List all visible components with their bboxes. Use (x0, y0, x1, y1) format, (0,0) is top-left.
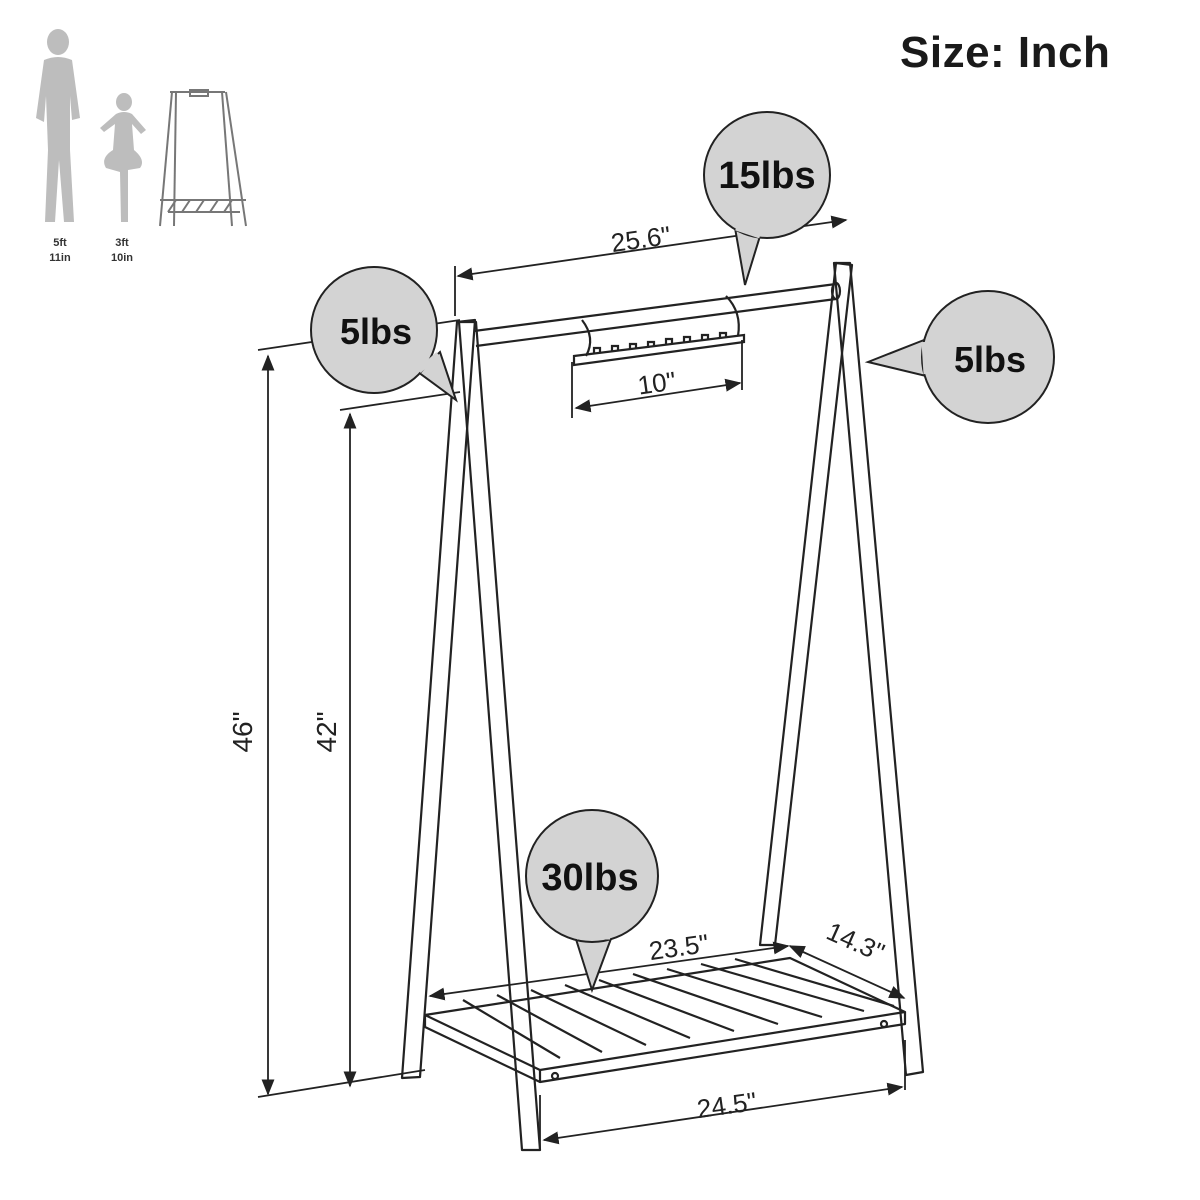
dim-shelf-depth-label: 14.3" (822, 916, 889, 968)
child-silhouette-icon (100, 93, 146, 222)
hanger-bar (572, 295, 746, 367)
child-height-feet: 3ft (115, 237, 129, 249)
adult-height-label: 5ft 11in (40, 236, 80, 266)
size-unit-title: Size: Inch (900, 28, 1111, 77)
hanging-rod (473, 281, 842, 348)
dim-total-height-label: 46" (227, 711, 258, 752)
child-height-inches: 10in (110, 252, 133, 264)
badge-left-label: 5lbs (340, 311, 412, 352)
badge-shelf-label: 30lbs (541, 857, 638, 899)
child-height-label: 3ft 10in (102, 236, 142, 266)
adult-silhouette-icon (36, 29, 80, 222)
dim-shelf-front-width-label: 24.5" (695, 1086, 758, 1124)
badge-rod-15lbs: 15lbs (703, 111, 831, 286)
dim-rod-height-label: 42" (311, 711, 342, 752)
badge-right-label: 5lbs (954, 339, 1026, 380)
badge-right-5lbs: 5lbs (864, 290, 1055, 424)
adult-height-inches: 11in (49, 252, 71, 264)
badge-rod-label: 15lbs (718, 155, 815, 197)
adult-height-feet: 5ft (53, 237, 67, 249)
dim-hanger-width-label: 10" (636, 366, 678, 401)
dim-shelf-back-width-label: 23.5" (647, 928, 710, 966)
badge-shelf-30lbs: 30lbs (525, 809, 659, 994)
rack-scale-icon (159, 89, 247, 227)
left-front-leg (400, 318, 477, 1080)
left-back-leg (457, 320, 542, 1152)
right-front-leg (758, 261, 854, 947)
bottom-shelf (423, 956, 907, 1084)
dimension-lines (257, 215, 906, 1150)
badge-left-5lbs: 5lbs (310, 266, 458, 403)
dim-top-width-label: 25.6" (609, 220, 672, 258)
